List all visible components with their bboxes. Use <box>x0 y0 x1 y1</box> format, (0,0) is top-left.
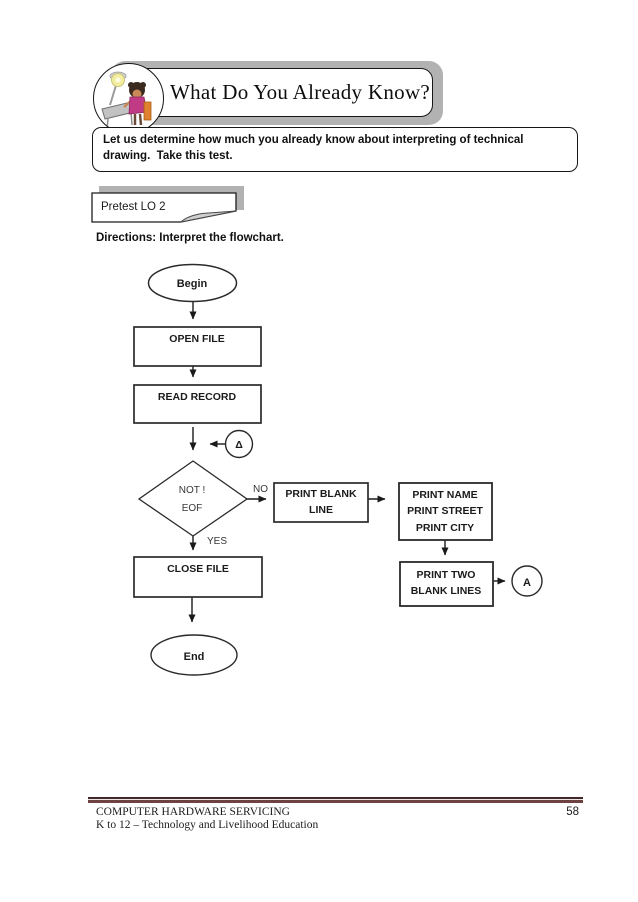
face <box>132 89 142 99</box>
footer-subtitle: K to 12 – Technology and Livelihood Educ… <box>96 819 319 831</box>
close-file-label: CLOSE FILE <box>167 563 229 575</box>
print-name-box <box>398 482 493 541</box>
footer-rule-thick <box>88 799 583 803</box>
header-icon-badge <box>93 63 164 134</box>
page-title: What Do You Already Know? <box>170 80 431 104</box>
close-file-box <box>133 556 263 598</box>
print-name-line2: PRINT STREET <box>407 505 483 517</box>
decision-diamond <box>137 460 249 537</box>
footer-course-title: COMPUTER HARDWARE SERVICING <box>96 806 290 818</box>
print-two-box <box>399 561 494 607</box>
open-file-box <box>133 326 262 367</box>
connector-a-circle <box>511 565 543 597</box>
connector-a-label: A <box>523 577 531 589</box>
open-file-label: OPEN FILE <box>169 333 224 345</box>
directions-text: Directions: Interpret the flowchart. <box>96 232 284 244</box>
chair <box>143 101 152 121</box>
end-label: End <box>184 651 205 663</box>
footer-rule-gap <box>88 798 583 800</box>
student-cartoon-icon <box>101 71 152 130</box>
branch-yes-label: YES <box>207 536 227 547</box>
read-record-label: READ RECORD <box>158 391 237 403</box>
page-footer: COMPUTER HARDWARE SERVICING 58 K to 12 –… <box>88 797 583 831</box>
begin-terminal <box>147 263 238 303</box>
print-blank-line2: LINE <box>309 504 333 516</box>
print-two-line1: PRINT TWO <box>417 569 476 581</box>
print-blank-line1: PRINT BLANK <box>285 488 357 500</box>
read-record-box <box>133 384 262 424</box>
intro-text: Let us determine how much you already kn… <box>103 134 527 162</box>
print-blank-box <box>273 482 369 523</box>
lightbulb-glow <box>115 77 121 83</box>
connector-top-circle <box>224 429 254 459</box>
intro-box: Let us determine how much you already kn… <box>92 127 578 172</box>
decision-label-line2: EOF <box>182 503 203 514</box>
end-terminal <box>150 634 238 676</box>
legs <box>133 113 143 126</box>
print-name-line1: PRINT NAME <box>412 489 477 501</box>
pretest-tab-fold <box>179 210 237 223</box>
footer-rule-thin <box>88 797 583 799</box>
decision-label-line1: NOT ! <box>179 485 205 496</box>
pretest-label: Pretest LO 2 <box>101 201 166 213</box>
print-two-line2: BLANK LINES <box>411 585 482 597</box>
connector-top-label: Δ <box>235 439 243 451</box>
begin-label: Begin <box>177 278 208 290</box>
footer-page-number: 58 <box>566 806 579 818</box>
print-name-line3: PRINT CITY <box>416 522 474 534</box>
branch-no-label: NO <box>253 484 268 495</box>
